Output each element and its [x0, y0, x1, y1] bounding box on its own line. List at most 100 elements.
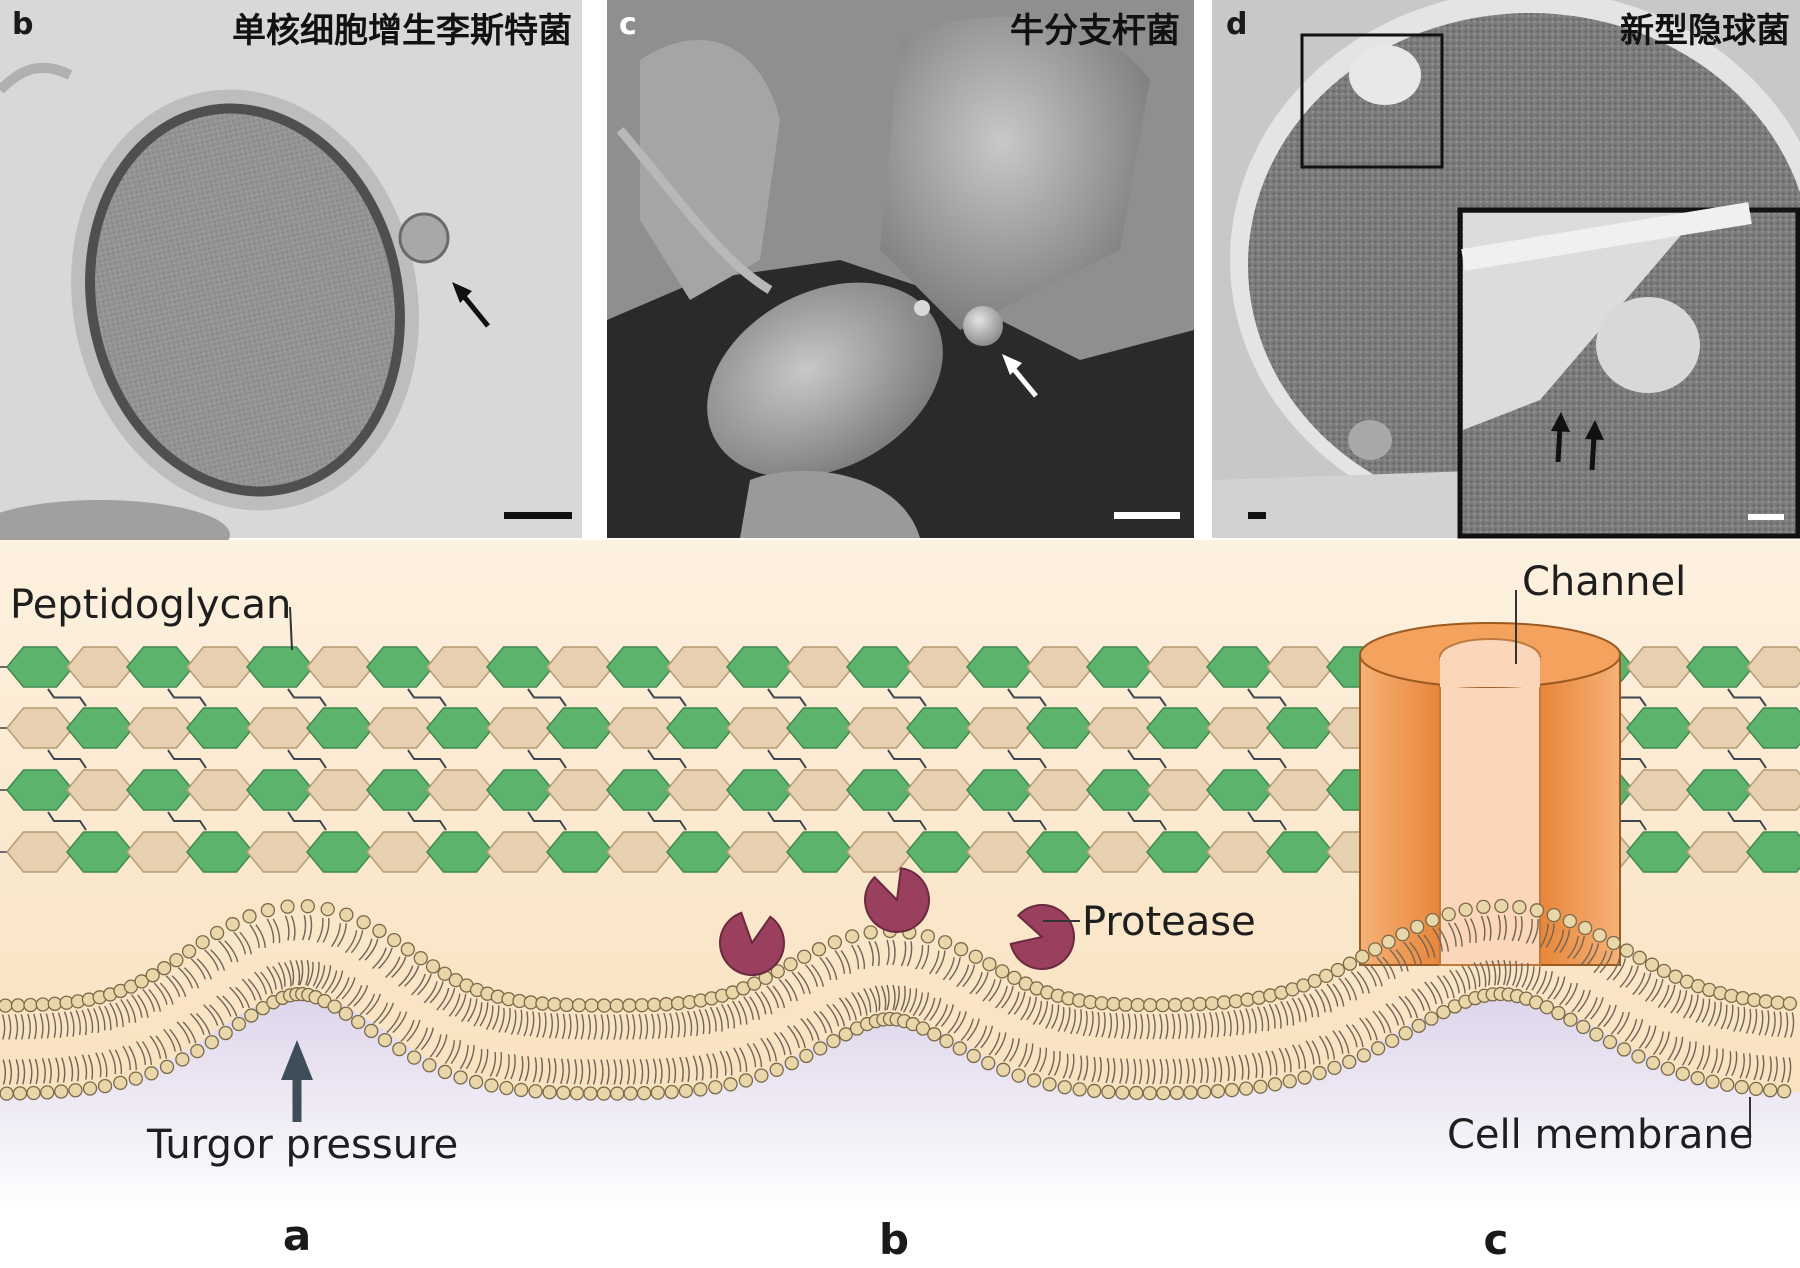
lipid-head — [968, 949, 983, 964]
lipid-head — [1342, 956, 1358, 971]
peptide-crosslink — [767, 749, 807, 769]
peptide-crosslink — [1127, 811, 1167, 831]
lipid-head — [1042, 1077, 1057, 1092]
lipid-head — [169, 953, 184, 968]
glycan-unit-nag — [1206, 646, 1274, 688]
lipid-head — [1355, 949, 1370, 964]
panel-b-debris — [0, 62, 73, 94]
glycan-unit-nam — [6, 831, 74, 873]
lipid-head — [596, 1086, 611, 1101]
glycan-unit-nag — [1506, 707, 1574, 749]
panel-d-inset-membrane — [1461, 202, 1752, 271]
panel-b-title: 单核细胞增生李斯特菌 — [232, 11, 572, 51]
lipid-head — [295, 986, 310, 1002]
lipid-head — [1381, 934, 1396, 949]
lipid-head — [799, 1048, 814, 1064]
glycan-unit-nag — [1326, 646, 1394, 688]
channel — [1359, 654, 1621, 966]
panel-d-arrow-1 — [1551, 412, 1570, 463]
peptidoglycan-label: Peptidoglycan — [10, 582, 291, 628]
lipid-head — [1118, 997, 1133, 1012]
lipid-head — [320, 901, 335, 917]
lipid-head — [659, 997, 674, 1012]
lipid-head — [1061, 991, 1076, 1006]
lipid-head — [0, 998, 13, 1013]
peptide-crosslink — [1247, 811, 1287, 831]
glycan-unit-nam — [786, 646, 854, 688]
protease-enzyme — [1009, 904, 1075, 970]
lipid-head — [327, 999, 342, 1014]
lipid-head — [725, 985, 740, 1000]
glycan-unit-nag — [1146, 831, 1214, 873]
lipid-head — [584, 998, 599, 1013]
turgor-arrow — [281, 1040, 313, 1122]
lipid-head — [255, 1000, 271, 1016]
lipid-head — [1083, 994, 1098, 1010]
lipid-head — [664, 1084, 679, 1100]
lipid-head — [0, 1086, 14, 1101]
lipid-head — [1327, 1060, 1342, 1076]
lipid-head — [670, 996, 686, 1011]
lipid-head — [1763, 1083, 1778, 1098]
lipid-head — [1228, 994, 1244, 1009]
glycan-unit-nag — [1086, 646, 1154, 688]
periplasm-background — [0, 540, 1800, 1200]
glycan-unit-nag — [1626, 707, 1694, 749]
lipid-head — [1539, 1000, 1555, 1015]
panel-d-micrograph: d 新型隐球菌 — [1212, 0, 1800, 539]
lipid-head — [1748, 1081, 1764, 1097]
glycan-unit-nam — [1746, 646, 1800, 688]
lipid-head — [47, 996, 62, 1011]
panel-d-scale-bar — [1248, 512, 1266, 519]
lipid-head — [308, 990, 323, 1005]
lipid-head — [905, 1016, 921, 1032]
lipid-head — [175, 1052, 190, 1067]
glycan-unit-nag — [1446, 646, 1514, 688]
lipid-head — [902, 925, 917, 940]
panel-b-scale-bar — [504, 512, 572, 519]
glycan-unit-nag — [426, 831, 494, 873]
lipid-head — [1094, 996, 1109, 1011]
lipid-head — [300, 899, 315, 914]
lipid-head — [1072, 1082, 1087, 1097]
lipid-head — [514, 1082, 529, 1098]
lipid-head — [1776, 1084, 1792, 1099]
lipid-head — [952, 1041, 967, 1056]
lipid-head — [758, 970, 773, 986]
glycan-unit-nam — [66, 769, 134, 811]
lipid-head — [1263, 988, 1278, 1003]
lipid-head — [1192, 996, 1208, 1012]
proteases — [719, 867, 1075, 976]
lipid-head — [1616, 1042, 1632, 1057]
lipid-head — [364, 1023, 379, 1039]
lipid-head — [1576, 1019, 1591, 1035]
glycan-unit-nag — [1086, 769, 1154, 811]
lipid-head — [1210, 1084, 1226, 1099]
lipid-head — [556, 1085, 571, 1100]
glycan-unit-nam — [426, 646, 494, 688]
lipid-head — [882, 1011, 898, 1027]
panel-c-small-vesicle — [914, 300, 930, 316]
lipid-head — [754, 1068, 769, 1083]
lipid-head — [338, 1006, 354, 1021]
peptide-crosslink — [1727, 811, 1767, 831]
lipid-head — [1342, 1054, 1357, 1070]
lipid-head — [535, 996, 550, 1011]
peptide-crosslink — [407, 811, 447, 831]
lipid-head — [92, 990, 107, 1005]
glycan-unit-nag — [786, 707, 854, 749]
lipid-head — [1509, 988, 1525, 1004]
lipid-head — [1183, 1085, 1198, 1100]
lipid-head — [12, 1086, 28, 1101]
diagram-letter-c: c — [1484, 1215, 1509, 1264]
lipid-head — [1562, 913, 1578, 929]
lipid-head — [693, 993, 708, 1008]
peptide-crosslink — [287, 811, 327, 831]
peptide-crosslink — [767, 688, 807, 707]
glycan-unit-nam — [1566, 831, 1634, 873]
glycan-unit-nag — [366, 646, 434, 688]
lipid-head — [1115, 1085, 1130, 1100]
lipid-head — [1735, 990, 1750, 1006]
peptidoglycan-lattice — [0, 646, 1800, 873]
lipid-head — [770, 964, 785, 979]
